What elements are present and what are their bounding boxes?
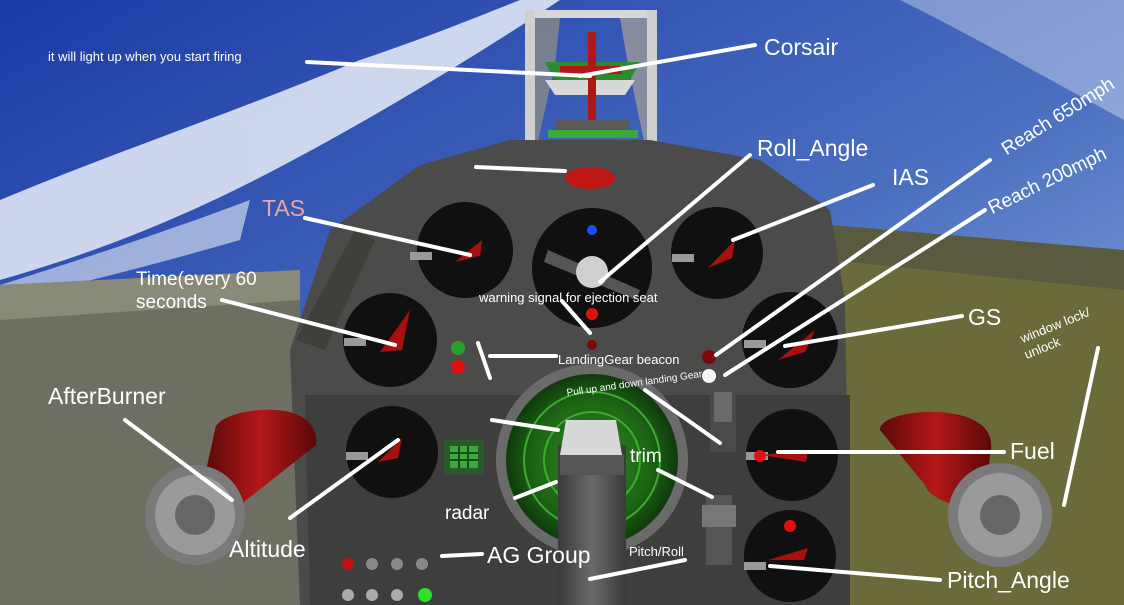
label-radar: radar — [445, 503, 490, 524]
right-afterburner — [880, 411, 1052, 567]
label-pitch-roll: Pitch/Roll — [629, 544, 684, 559]
fuel-gauge — [746, 409, 838, 501]
altitude-gauge — [346, 406, 438, 498]
reach-650-light — [702, 350, 716, 364]
trim-lever[interactable] — [702, 495, 736, 565]
label-time: Time(every 60 — [136, 269, 257, 290]
label-gs: GS — [968, 304, 1002, 330]
sun-glare — [900, 0, 1124, 120]
clouds — [0, 0, 560, 300]
grid-icon — [444, 440, 484, 474]
ias-gauge — [671, 207, 763, 299]
label-altitude: Altitude — [229, 536, 306, 562]
time-gauge — [343, 293, 437, 387]
landing-gear-lever[interactable] — [710, 392, 736, 452]
label-ias: IAS — [892, 164, 930, 190]
label-corsair: Corsair — [764, 34, 839, 60]
roll-angle-gauge — [532, 208, 652, 328]
annotation-lines — [123, 43, 1100, 582]
pitch-angle-gauge — [744, 510, 836, 602]
label-tas: TAS — [262, 195, 306, 221]
tas-gauge — [410, 202, 513, 298]
label-afterburner: AfterBurner — [48, 383, 166, 409]
ejection-warning-light-dim — [587, 340, 597, 350]
label-roll-angle: Roll_Angle — [757, 135, 869, 161]
fire-indicator-light — [565, 167, 615, 189]
label-time-line2: seconds — [136, 292, 207, 313]
label-ejection-warning: warning signal for ejection seat — [479, 290, 658, 305]
ag-group-buttons[interactable] — [342, 558, 432, 602]
landing-gear-red-light — [451, 360, 465, 374]
label-landing-beacon: LandingGear beacon — [558, 352, 680, 367]
label-fuel: Fuel — [1010, 438, 1055, 464]
reach-200-light — [702, 369, 716, 383]
label-pitch-angle: Pitch_Angle — [947, 567, 1070, 593]
ejection-warning-light — [586, 308, 598, 320]
label-trim: trim — [630, 446, 662, 467]
label-light-note: it will light up when you start firing — [48, 49, 242, 64]
label-ag-group: AG Group — [487, 542, 591, 568]
landing-gear-green-light — [451, 341, 465, 355]
